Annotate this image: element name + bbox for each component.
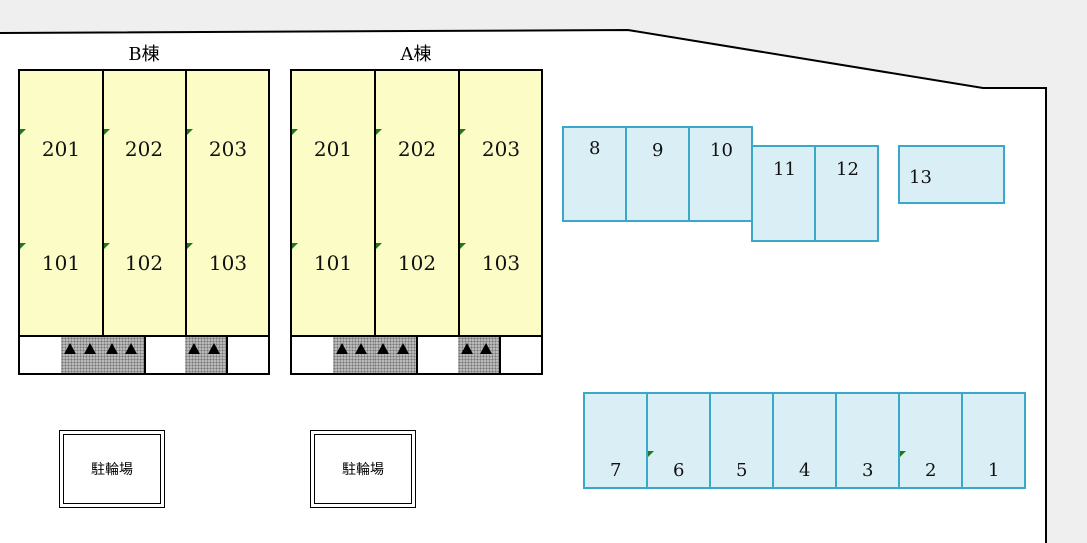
bike-parking-a: 駐輪場 (310, 430, 416, 508)
parking-space-number: 4 (799, 460, 811, 481)
corner-mark (20, 129, 26, 135)
bike-parking-b: 駐輪場 (59, 430, 165, 508)
stair-cell (458, 337, 501, 373)
stair-cell (61, 337, 105, 373)
unit-202: 202 (124, 137, 164, 161)
stair-arrow-icon (461, 343, 473, 354)
corner-mark (104, 129, 110, 135)
stair-arrow-icon (106, 343, 118, 354)
stair-cell (374, 337, 418, 373)
unit-203: 203 (208, 137, 248, 161)
parking-space-number: 1 (988, 460, 1000, 481)
building-b: 201 202 203 101 102 103 (18, 69, 270, 337)
stair-arrow-icon (84, 343, 96, 354)
corner-mark (292, 129, 298, 135)
stair-arrow-icon (64, 343, 76, 354)
parking-space-number: 9 (652, 140, 664, 161)
unit-divider (374, 71, 376, 335)
entrance-cell (144, 337, 187, 373)
stair-cell (185, 337, 228, 373)
stair-arrow-icon (208, 343, 220, 354)
stair-arrow-icon (188, 343, 200, 354)
bike-parking-label: 駐輪場 (314, 434, 412, 504)
corner-mark (187, 243, 193, 249)
stair-arrow-icon (336, 343, 348, 354)
parking-space-number: 8 (589, 138, 601, 159)
entrance-cell (416, 337, 460, 373)
stair-cell (103, 337, 146, 373)
parking-space-number: 10 (710, 140, 733, 161)
parking-space-3: 3 (835, 392, 900, 489)
entrance-cell (292, 337, 335, 373)
unit-102: 102 (124, 251, 164, 275)
parking-space-5: 5 (709, 392, 774, 489)
bike-parking-label: 駐輪場 (63, 434, 161, 504)
parking-space-8: 8 (562, 126, 627, 222)
parking-space-1: 1 (961, 392, 1026, 489)
parking-space-number: 3 (862, 460, 874, 481)
parking-space-11: 11 (751, 145, 816, 242)
building-a: 201 202 203 101 102 103 (290, 69, 543, 337)
parking-space-12: 12 (814, 145, 879, 242)
building-a-title: A棟 (400, 44, 432, 65)
building-b-title: B棟 (128, 44, 160, 65)
building-a-entrance-strip (290, 335, 543, 375)
stair-cell (333, 337, 376, 373)
unit-divider (102, 71, 104, 335)
parking-space-number: 11 (773, 159, 796, 180)
unit-201: 201 (313, 137, 353, 161)
corner-mark (20, 243, 26, 249)
unit-101: 101 (313, 251, 353, 275)
parking-space-13: 13 (898, 145, 1005, 204)
unit-201: 201 (41, 137, 81, 161)
stair-arrow-icon (377, 343, 389, 354)
stair-arrow-icon (355, 343, 367, 354)
parking-space-7: 7 (583, 392, 648, 489)
corner-mark (648, 451, 654, 457)
parking-space-number: 6 (673, 460, 685, 481)
unit-102: 102 (397, 251, 437, 275)
parking-space-number: 5 (736, 460, 748, 481)
parking-space-number: 7 (610, 460, 622, 481)
parking-space-number: 12 (836, 159, 859, 180)
corner-mark (376, 243, 382, 249)
corner-mark (376, 129, 382, 135)
parking-space-number: 13 (909, 167, 932, 188)
unit-202: 202 (397, 137, 437, 161)
parking-space-4: 4 (772, 392, 837, 489)
corner-mark (104, 243, 110, 249)
corner-mark (900, 451, 906, 457)
corner-mark (187, 129, 193, 135)
parking-space-9: 9 (625, 126, 690, 222)
stair-arrow-icon (397, 343, 409, 354)
parking-space-2: 2 (898, 392, 963, 489)
entrance-cell (20, 337, 63, 373)
parking-space-10: 10 (688, 126, 753, 222)
unit-divider (185, 71, 187, 335)
stair-arrow-icon (480, 343, 492, 354)
parking-space-6: 6 (646, 392, 711, 489)
stair-arrow-icon (125, 343, 137, 354)
corner-mark (460, 129, 466, 135)
unit-103: 103 (481, 251, 521, 275)
corner-mark (460, 243, 466, 249)
building-b-entrance-strip (18, 335, 270, 375)
corner-mark (292, 243, 298, 249)
unit-divider (458, 71, 460, 335)
unit-203: 203 (481, 137, 521, 161)
parking-space-number: 2 (925, 460, 937, 481)
unit-103: 103 (208, 251, 248, 275)
unit-101: 101 (41, 251, 81, 275)
